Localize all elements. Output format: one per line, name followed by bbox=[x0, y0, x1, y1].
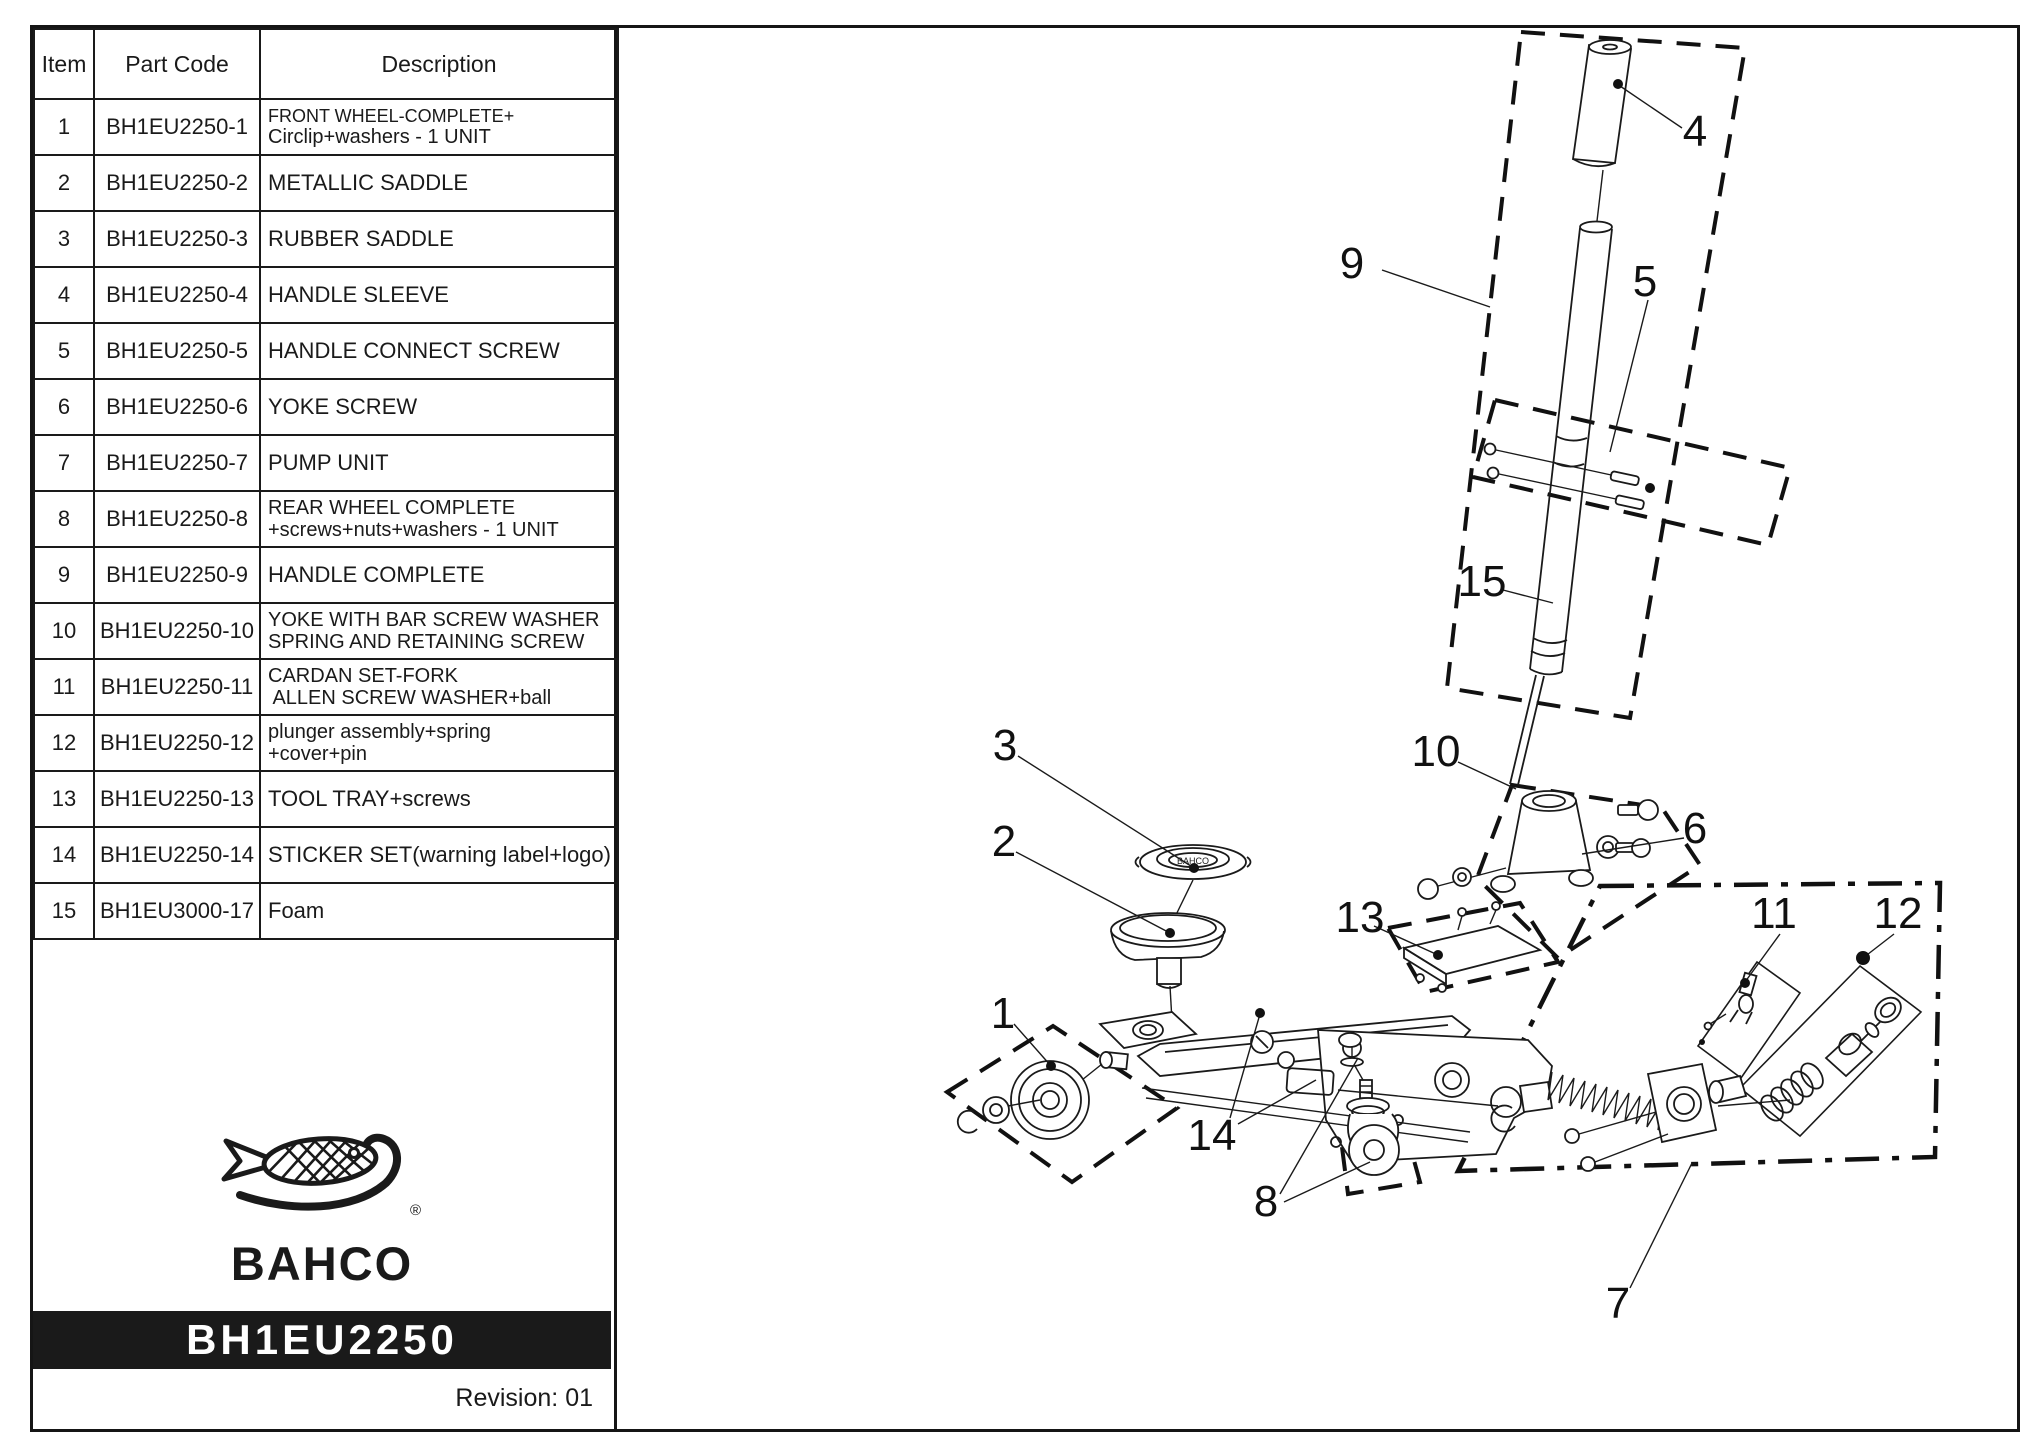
table-row: 3 BH1EU2250-3 RUBBER SADDLE bbox=[33, 210, 619, 268]
table-row: 2 BH1EU2250-2 METALLIC SADDLE bbox=[33, 154, 619, 212]
model-code-bar: BH1EU2250 bbox=[33, 1311, 611, 1369]
table-row: 14 BH1EU2250-14 STICKER SET(warning labe… bbox=[33, 826, 619, 884]
callout-9: 9 bbox=[1340, 239, 1364, 288]
callout-14: 14 bbox=[1188, 1111, 1237, 1160]
callout-8: 8 bbox=[1254, 1177, 1278, 1226]
table-row: 6 BH1EU2250-6 YOKE SCREW bbox=[33, 378, 619, 436]
fish-scales bbox=[262, 1135, 375, 1187]
callout-2: 2 bbox=[992, 817, 1016, 866]
front-wheel-box bbox=[943, 1023, 1181, 1185]
table-row: 13 BH1EU2250-13 TOOL TRAY+screws bbox=[33, 770, 619, 828]
table-row: 5 BH1EU2250-5 HANDLE CONNECT SCREW bbox=[33, 322, 619, 380]
saddles-drawing: BAHCO bbox=[1110, 844, 1252, 1022]
handle-connect-screw-box bbox=[1470, 397, 1793, 548]
handle-sleeve-part bbox=[1571, 44, 1633, 164]
plunger-assembly-drawing bbox=[1760, 996, 1902, 1122]
table-row: 9 BH1EU2250-9 HANDLE COMPLETE bbox=[33, 546, 619, 604]
col-header-part-code: Part Code bbox=[93, 28, 261, 100]
callout-7: 7 bbox=[1606, 1279, 1630, 1328]
callout-5: 5 bbox=[1633, 257, 1657, 306]
grouping-boxes bbox=[943, 29, 1943, 1197]
callout-15: 15 bbox=[1458, 557, 1507, 606]
table-row: 7 BH1EU2250-7 PUMP UNIT bbox=[33, 434, 619, 492]
plunger-assembly-box bbox=[1738, 964, 1923, 1138]
handle-assembly-drawing bbox=[1483, 39, 1655, 786]
registered-mark: ® bbox=[410, 1202, 421, 1219]
col-header-description: Description bbox=[259, 28, 619, 100]
table-row: 8 BH1EU2250-8 REAR WHEEL COMPLETE+screws… bbox=[33, 490, 619, 548]
tool-tray-drawing bbox=[1401, 901, 1543, 993]
brand-wordmark: BAHCO bbox=[230, 1237, 414, 1290]
pump-unit-drawing bbox=[1337, 1062, 1791, 1172]
callout-12: 12 bbox=[1874, 889, 1923, 938]
saddle-logo-text: BAHCO bbox=[1177, 856, 1209, 866]
table-header-row: Item Part Code Description bbox=[33, 28, 619, 100]
callout-3: 3 bbox=[993, 721, 1017, 770]
yoke-box bbox=[1474, 782, 1703, 961]
cardan-set-box bbox=[1696, 960, 1802, 1080]
col-header-item: Item bbox=[33, 28, 95, 100]
fish-eye bbox=[348, 1147, 360, 1159]
callout-6: 6 bbox=[1683, 804, 1707, 853]
leader-lines bbox=[1013, 79, 1895, 1289]
callout-11: 11 bbox=[1751, 889, 1797, 938]
tool-tray-box bbox=[1384, 900, 1562, 995]
callout-10: 10 bbox=[1412, 727, 1461, 776]
table-row: 11 BH1EU2250-11 CARDAN SET-FORK ALLEN SC… bbox=[33, 658, 619, 716]
parts-table: Item Part Code Description 1 BH1EU2250-1… bbox=[33, 28, 619, 940]
rear-caster-drawing bbox=[1346, 1079, 1400, 1176]
parts-list-panel: Item Part Code Description 1 BH1EU2250-1… bbox=[33, 28, 619, 1429]
table-row: 10 BH1EU2250-10 YOKE WITH BAR SCREW WASH… bbox=[33, 602, 619, 660]
table-row: 15 BH1EU3000-17 Foam bbox=[33, 882, 619, 940]
page-border: Item Part Code Description 1 BH1EU2250-1… bbox=[30, 25, 2020, 1432]
callout-4: 4 bbox=[1683, 107, 1707, 156]
bahco-fish-logo: ® bbox=[221, 1133, 421, 1219]
yoke-assembly-drawing bbox=[1417, 790, 1659, 900]
revision-label: Revision: 01 bbox=[455, 1384, 593, 1412]
callout-numbers: 1 2 3 4 5 6 7 8 9 10 11 12 13 14 15 bbox=[991, 107, 1923, 1328]
table-row: 1 BH1EU2250-1 FRONT WHEEL-COMPLETE+Circl… bbox=[33, 98, 619, 156]
front-wheel-drawing bbox=[956, 1060, 1090, 1140]
table-row: 4 BH1EU2250-4 HANDLE SLEEVE bbox=[33, 266, 619, 324]
brand-block: ® BAHCO bbox=[33, 1119, 611, 1309]
hook-swoosh bbox=[236, 1133, 401, 1211]
sticker-location bbox=[1285, 1067, 1335, 1096]
callout-13: 13 bbox=[1336, 893, 1385, 942]
table-row: 12 BH1EU2250-12 plunger assembly+spring+… bbox=[33, 714, 619, 772]
handle-complete-box bbox=[1444, 29, 1748, 721]
pump-unit-box bbox=[1454, 880, 1943, 1174]
callout-1: 1 bbox=[991, 989, 1015, 1038]
